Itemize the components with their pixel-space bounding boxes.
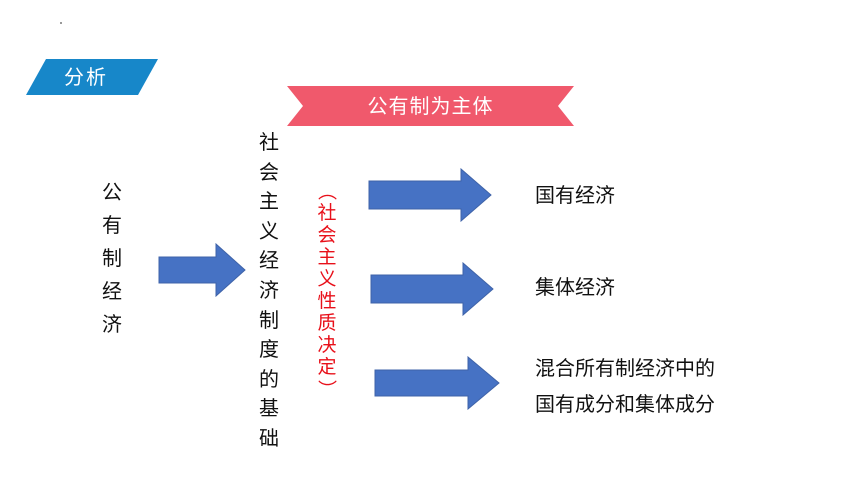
tag-label: 分析 — [64, 65, 108, 89]
vertical-char: 经 — [259, 248, 279, 273]
vertical-char: 济 — [259, 277, 279, 302]
vertical-char: 会 — [259, 159, 279, 184]
arrow-right-mixed — [374, 356, 500, 410]
vertical-char: 础 — [259, 425, 279, 450]
mixed-ownership-line2: 国有成分和集体成分 — [535, 392, 715, 416]
vertical-char: 制 — [102, 246, 122, 270]
vertical-char: 主 — [317, 246, 337, 268]
vertical-char: 制 — [259, 307, 279, 332]
arrow-right-1 — [158, 243, 246, 297]
vertical-char: （ — [315, 181, 338, 201]
banner-public-ownership-dominant: 公有制为主体 — [287, 86, 574, 126]
vertical-char: 经 — [102, 279, 122, 303]
arrow-right-collective — [370, 262, 494, 316]
vertical-char: 的 — [259, 366, 279, 391]
arrow-right-state — [368, 168, 492, 222]
vertical-char: 定 — [317, 356, 337, 378]
ribbon-shape — [287, 86, 574, 126]
vertical-char: 主 — [259, 189, 279, 214]
decorative-dot — [60, 22, 62, 24]
vertical-char: 度 — [259, 337, 279, 362]
public-economy-column: 公 有 制 经 济 — [96, 176, 128, 341]
vertical-char: 社 — [317, 202, 337, 224]
vertical-char: 基 — [259, 396, 279, 421]
socialist-economic-basis-column: 社 会 主 义 经 济 制 度 的 基 础 — [253, 128, 285, 454]
state-economy-label: 国有经济 — [535, 183, 615, 207]
vertical-char: ） — [315, 379, 338, 399]
mixed-ownership-label: 混合所有制经济中的 国有成分和集体成分 — [535, 350, 715, 422]
banner-label: 公有制为主体 — [367, 94, 494, 118]
mixed-ownership-line1: 混合所有制经济中的 — [535, 356, 715, 380]
collective-economy-label: 集体经济 — [535, 275, 615, 299]
tag-shape — [26, 59, 158, 95]
vertical-char: 义 — [259, 218, 279, 243]
vertical-char: 义 — [317, 268, 337, 290]
vertical-char: 质 — [317, 312, 337, 334]
vertical-char: 社 — [259, 130, 279, 154]
analysis-tag: 分析 — [26, 59, 158, 95]
vertical-char: 济 — [102, 312, 122, 336]
vertical-char: 公 — [102, 180, 122, 204]
socialist-nature-note: （ 社 会 主 义 性 质 决 定 ） — [311, 180, 343, 400]
vertical-char: 决 — [317, 334, 337, 356]
vertical-char: 会 — [317, 224, 337, 246]
vertical-char: 性 — [317, 290, 337, 312]
vertical-char: 有 — [102, 213, 122, 237]
